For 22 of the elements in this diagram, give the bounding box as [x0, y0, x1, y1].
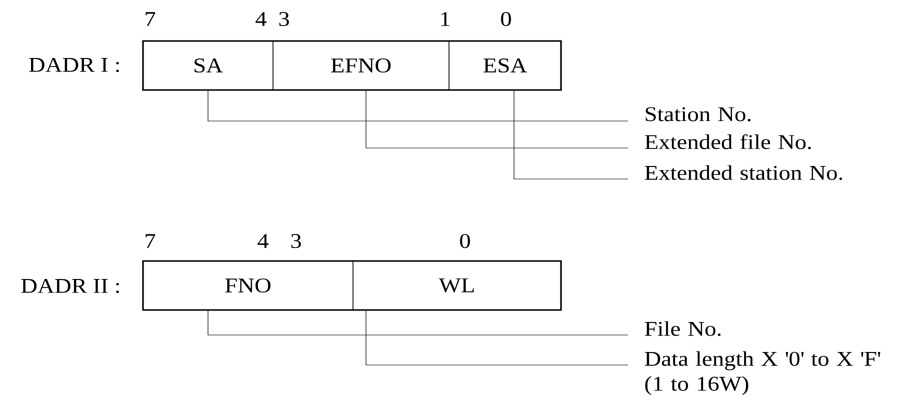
- bit-number: 1: [441, 12, 450, 26]
- leader-line: [514, 90, 628, 180]
- leader-line: [366, 90, 628, 148]
- leader-line: [208, 310, 628, 336]
- description-text: Data length X '0' to X 'F' (1 to 16W): [644, 351, 880, 396]
- description-text: Extended file No.: [644, 134, 811, 150]
- field-cell: FNO: [142, 260, 354, 310]
- bit-number: 0: [501, 12, 511, 26]
- bit-number: 3: [291, 234, 301, 248]
- leader-line: [366, 310, 628, 366]
- field-cell: ESA: [448, 40, 562, 90]
- field-cell: WL: [352, 260, 562, 310]
- description-text: Extended station No.: [644, 165, 842, 180]
- leader-line: [208, 90, 628, 122]
- field-cell: EFNO: [272, 40, 450, 90]
- description-text: File No.: [644, 321, 721, 336]
- bit-number: 3: [279, 12, 289, 26]
- bit-number: 4: [256, 12, 266, 26]
- field-cell: SA: [142, 40, 274, 90]
- register-name: DADR I :: [29, 58, 119, 72]
- description-text: Station No.: [646, 107, 751, 122]
- register-name: DADR II :: [21, 278, 119, 294]
